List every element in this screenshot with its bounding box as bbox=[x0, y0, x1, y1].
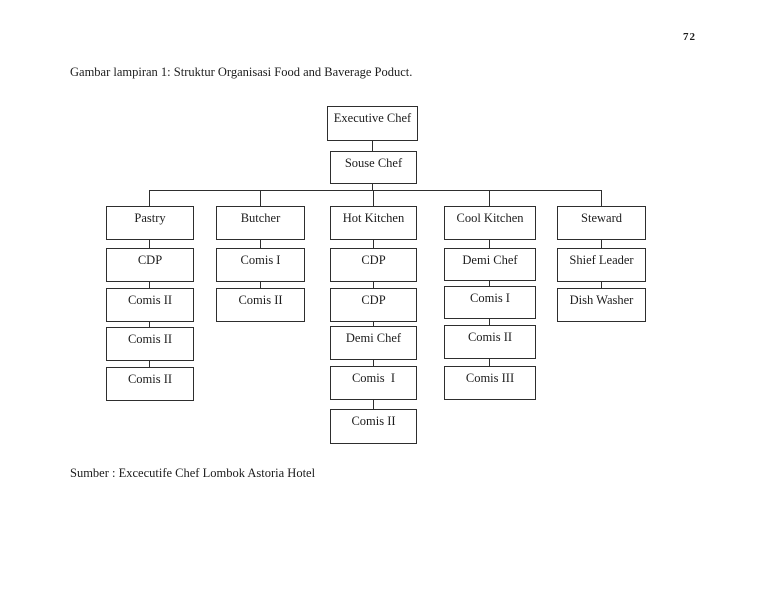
org-node-cool-kitchen-comis-iii: Comis III bbox=[444, 366, 536, 400]
source-note: Sumber : Excecutife Chef Lombok Astoria … bbox=[70, 466, 316, 480]
org-node-hot-kitchen-cdp-2: CDP bbox=[330, 288, 417, 322]
org-node-pastry: Pastry bbox=[106, 206, 194, 240]
page-number: 72 bbox=[683, 31, 696, 43]
org-node-executive-chef: Executive Chef bbox=[327, 106, 418, 141]
org-node-butcher-comis-i: Comis I bbox=[216, 248, 305, 282]
figure-caption: Gambar lampiran 1: Struktur Organisasi F… bbox=[70, 65, 413, 79]
org-node-pastry-cdp: CDP bbox=[106, 248, 194, 282]
org-node-steward-dish-washer: Dish Washer bbox=[557, 288, 646, 322]
org-node-hot-kitchen-cdp-1: CDP bbox=[330, 248, 417, 282]
org-node-souse-chef: Souse Chef bbox=[330, 151, 417, 184]
org-node-hot-kitchen-demi-chef: Demi Chef bbox=[330, 326, 417, 360]
org-node-butcher: Butcher bbox=[216, 206, 305, 240]
org-node-pastry-comis-ii-2: Comis II bbox=[106, 327, 194, 361]
org-node-hot-kitchen: Hot Kitchen bbox=[330, 206, 417, 240]
connector-line bbox=[601, 190, 602, 292]
org-node-cool-kitchen: Cool Kitchen bbox=[444, 206, 536, 240]
org-node-steward-shief-leader: Shief Leader bbox=[557, 248, 646, 282]
org-node-pastry-comis-ii-3: Comis II bbox=[106, 367, 194, 401]
org-node-cool-kitchen-demi-chef: Demi Chef bbox=[444, 248, 536, 281]
org-node-steward: Steward bbox=[557, 206, 646, 240]
connector-line bbox=[260, 190, 261, 292]
org-node-cool-kitchen-comis-i: Comis I bbox=[444, 286, 536, 319]
org-node-cool-kitchen-comis-ii: Comis II bbox=[444, 325, 536, 359]
org-node-pastry-comis-ii-1: Comis II bbox=[106, 288, 194, 322]
org-node-butcher-comis-ii: Comis II bbox=[216, 288, 305, 322]
org-node-hot-kitchen-comis-ii: Comis II bbox=[330, 409, 417, 444]
org-node-hot-kitchen-comis-i: Comis I bbox=[330, 366, 417, 400]
connector-line bbox=[149, 190, 602, 191]
